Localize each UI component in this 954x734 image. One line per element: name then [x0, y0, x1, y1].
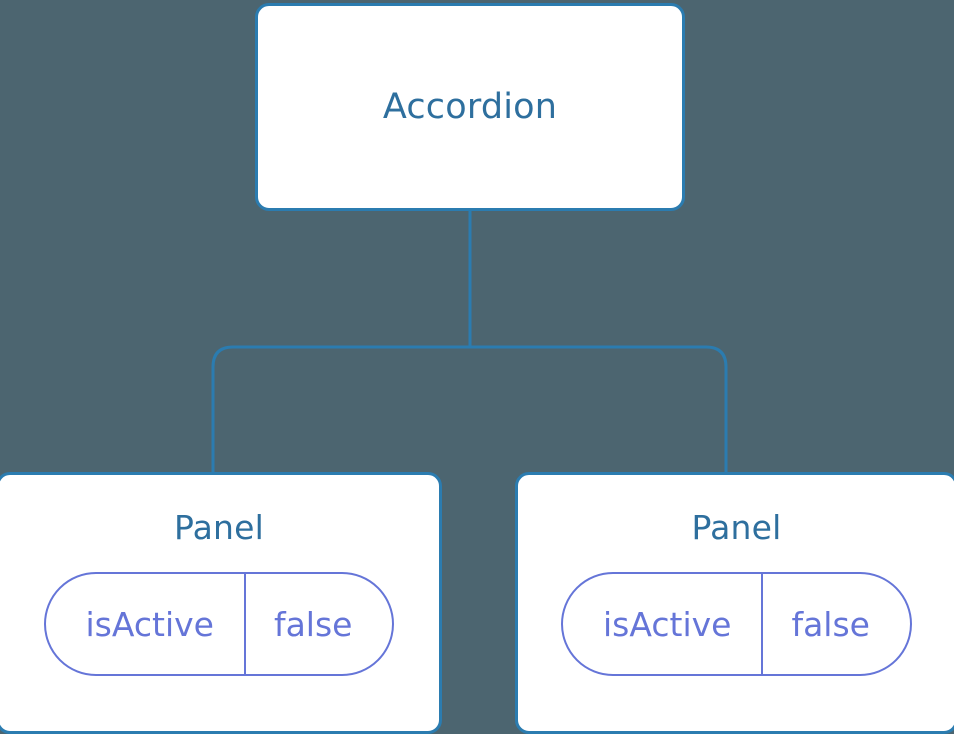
tree-node-panel-1[interactable]: Panel isActive false: [0, 472, 442, 734]
prop-pill-key: isActive: [85, 604, 214, 644]
connector-branch-right: [470, 345, 728, 474]
prop-pill-value: false: [243, 574, 393, 674]
prop-pill-key: isActive: [603, 604, 732, 644]
tree-node-accordion[interactable]: Accordion: [255, 3, 685, 211]
tree-node-title: Panel: [691, 508, 782, 547]
prop-pill-isactive[interactable]: isActive false: [561, 572, 912, 676]
prop-pill-value: false: [761, 574, 910, 674]
connector-branch-left: [211, 345, 470, 474]
tree-node-title: Panel: [173, 508, 265, 547]
prop-pill-isactive[interactable]: isActive false: [43, 572, 395, 676]
tree-node-panel-2[interactable]: Panel isActive false: [515, 472, 954, 734]
tree-node-title: Accordion: [382, 86, 558, 127]
